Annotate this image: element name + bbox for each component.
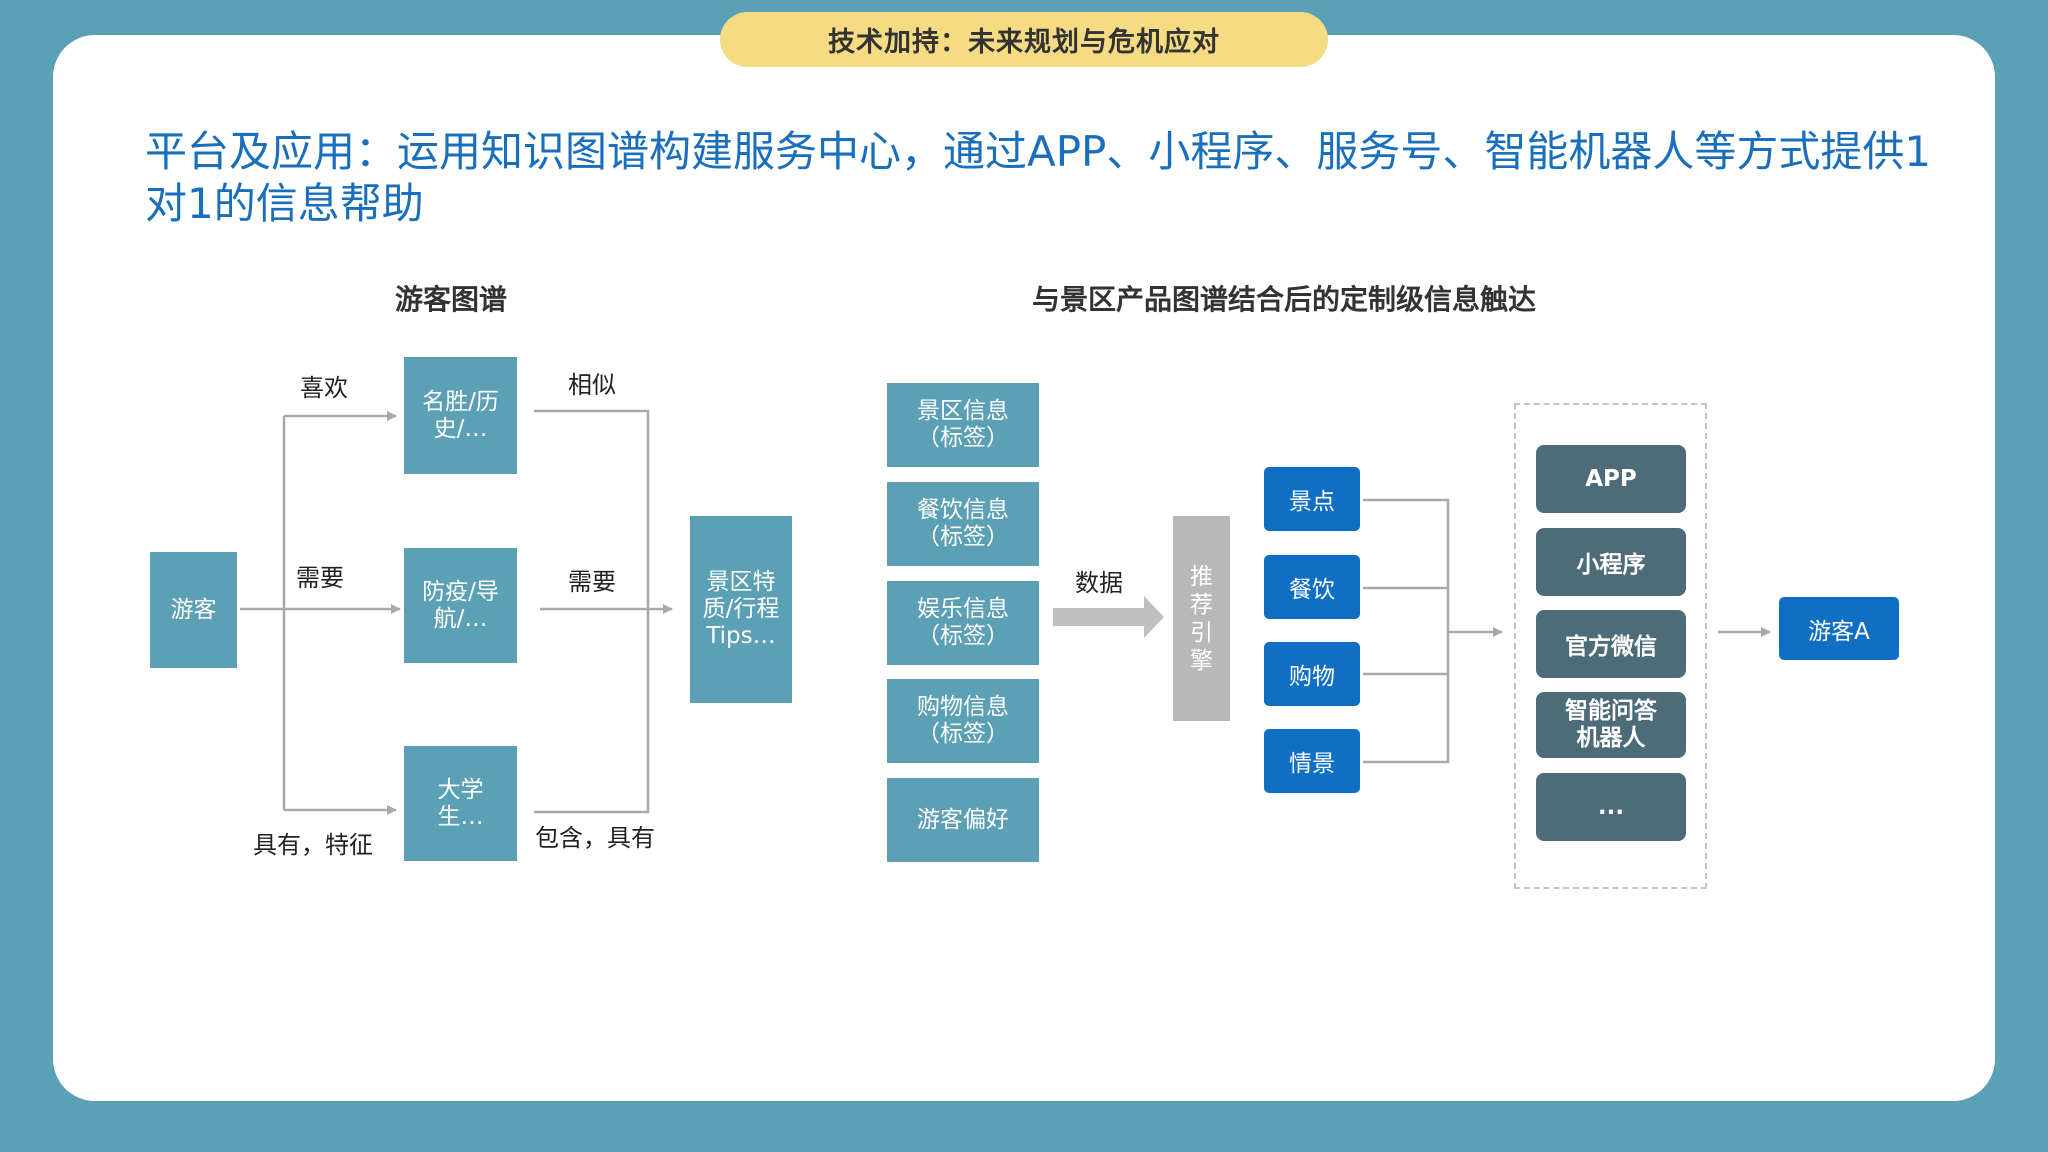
- channel-qa-robot: 智能问答机器人: [1536, 692, 1686, 758]
- node-scenic-traits-label: 景区特质/行程Tips…: [702, 569, 780, 649]
- edge-label-need-left: 需要: [296, 564, 344, 592]
- category-shopping: 购物: [1264, 642, 1360, 706]
- right-branch-bracket: [534, 409, 650, 814]
- info-block-shopping-line2: （标签）: [917, 721, 1009, 747]
- edge-label-need-right: 需要: [568, 568, 616, 596]
- category-scenario: 情景: [1264, 729, 1360, 793]
- channel-official-wechat-label: 官方微信: [1565, 634, 1657, 660]
- edge-label-like: 喜欢: [300, 374, 348, 402]
- channel-mini-program-label: 小程序: [1576, 552, 1646, 578]
- node-epidemic-nav-label: 防疫/导航/…: [422, 578, 499, 632]
- info-block-entertainment-line2: （标签）: [917, 623, 1009, 649]
- info-block-scenic-line1: 景区信息: [917, 398, 1009, 424]
- node-tourist-label: 游客: [170, 596, 217, 623]
- info-block-dining-line1: 餐饮信息: [917, 497, 1009, 523]
- category-sights-label: 景点: [1289, 489, 1335, 515]
- data-arrow-label: 数据: [1075, 569, 1123, 597]
- info-block-preference: 游客偏好: [887, 778, 1039, 862]
- info-block-dining: 餐饮信息 （标签）: [887, 482, 1039, 566]
- info-block-dining-line2: （标签）: [917, 524, 1009, 550]
- data-arrow: [1053, 596, 1164, 638]
- result-tourist-a: 游客A: [1779, 597, 1899, 660]
- channel-app: APP: [1536, 445, 1686, 513]
- node-tourist: 游客: [150, 552, 237, 668]
- node-student-label: 大学生…: [437, 776, 484, 830]
- channel-official-wechat: 官方微信: [1536, 610, 1686, 678]
- info-block-scenic: 景区信息 （标签）: [887, 383, 1039, 467]
- node-scenic-history-label: 名胜/历史/…: [422, 388, 499, 442]
- info-block-entertainment-line1: 娱乐信息: [917, 596, 1009, 622]
- channel-qa-robot-label: 智能问答机器人: [1565, 698, 1657, 751]
- recommendation-engine-label: 推荐引擎: [1190, 563, 1213, 674]
- info-block-preference-line1: 游客偏好: [917, 806, 1009, 833]
- right-diagram-title: 与景区产品图谱结合后的定制级信息触达: [1032, 283, 1537, 316]
- edge-label-have-feature: 具有，特征: [253, 831, 373, 859]
- channel-more-label: ...: [1597, 794, 1625, 820]
- result-tourist-a-label: 游客A: [1808, 618, 1870, 645]
- page-headline: 平台及应用：运用知识图谱构建服务中心，通过APP、小程序、服务号、智能机器人等方…: [145, 127, 1932, 228]
- edge-label-contain-have: 包含，具有: [535, 824, 655, 852]
- node-epidemic-nav: 防疫/导航/…: [404, 548, 517, 663]
- node-scenic-history: 名胜/历史/…: [404, 357, 517, 474]
- category-scenario-label: 情景: [1289, 751, 1335, 777]
- category-dining: 餐饮: [1264, 555, 1360, 619]
- channel-more: ...: [1536, 773, 1686, 841]
- node-scenic-traits: 景区特质/行程Tips…: [690, 516, 792, 703]
- category-bracket: [1363, 498, 1450, 764]
- category-shopping-label: 购物: [1289, 664, 1335, 690]
- left-diagram-title: 游客图谱: [395, 283, 508, 316]
- info-block-scenic-line2: （标签）: [917, 425, 1009, 451]
- recommendation-engine: 推荐引擎: [1173, 516, 1230, 721]
- info-block-entertainment: 娱乐信息 （标签）: [887, 581, 1039, 665]
- category-dining-label: 餐饮: [1289, 577, 1335, 603]
- section-banner-text: 技术加持：未来规划与危机应对: [828, 27, 1220, 58]
- category-sights: 景点: [1264, 467, 1360, 531]
- node-student: 大学生…: [404, 746, 517, 861]
- section-banner: 技术加持：未来规划与危机应对: [720, 12, 1328, 67]
- channel-mini-program: 小程序: [1536, 528, 1686, 596]
- edge-label-similar: 相似: [568, 371, 616, 399]
- channels-group: [1514, 403, 1707, 889]
- info-block-shopping: 购物信息 （标签）: [887, 679, 1039, 763]
- channel-app-label: APP: [1585, 466, 1637, 492]
- info-block-shopping-line1: 购物信息: [917, 694, 1009, 720]
